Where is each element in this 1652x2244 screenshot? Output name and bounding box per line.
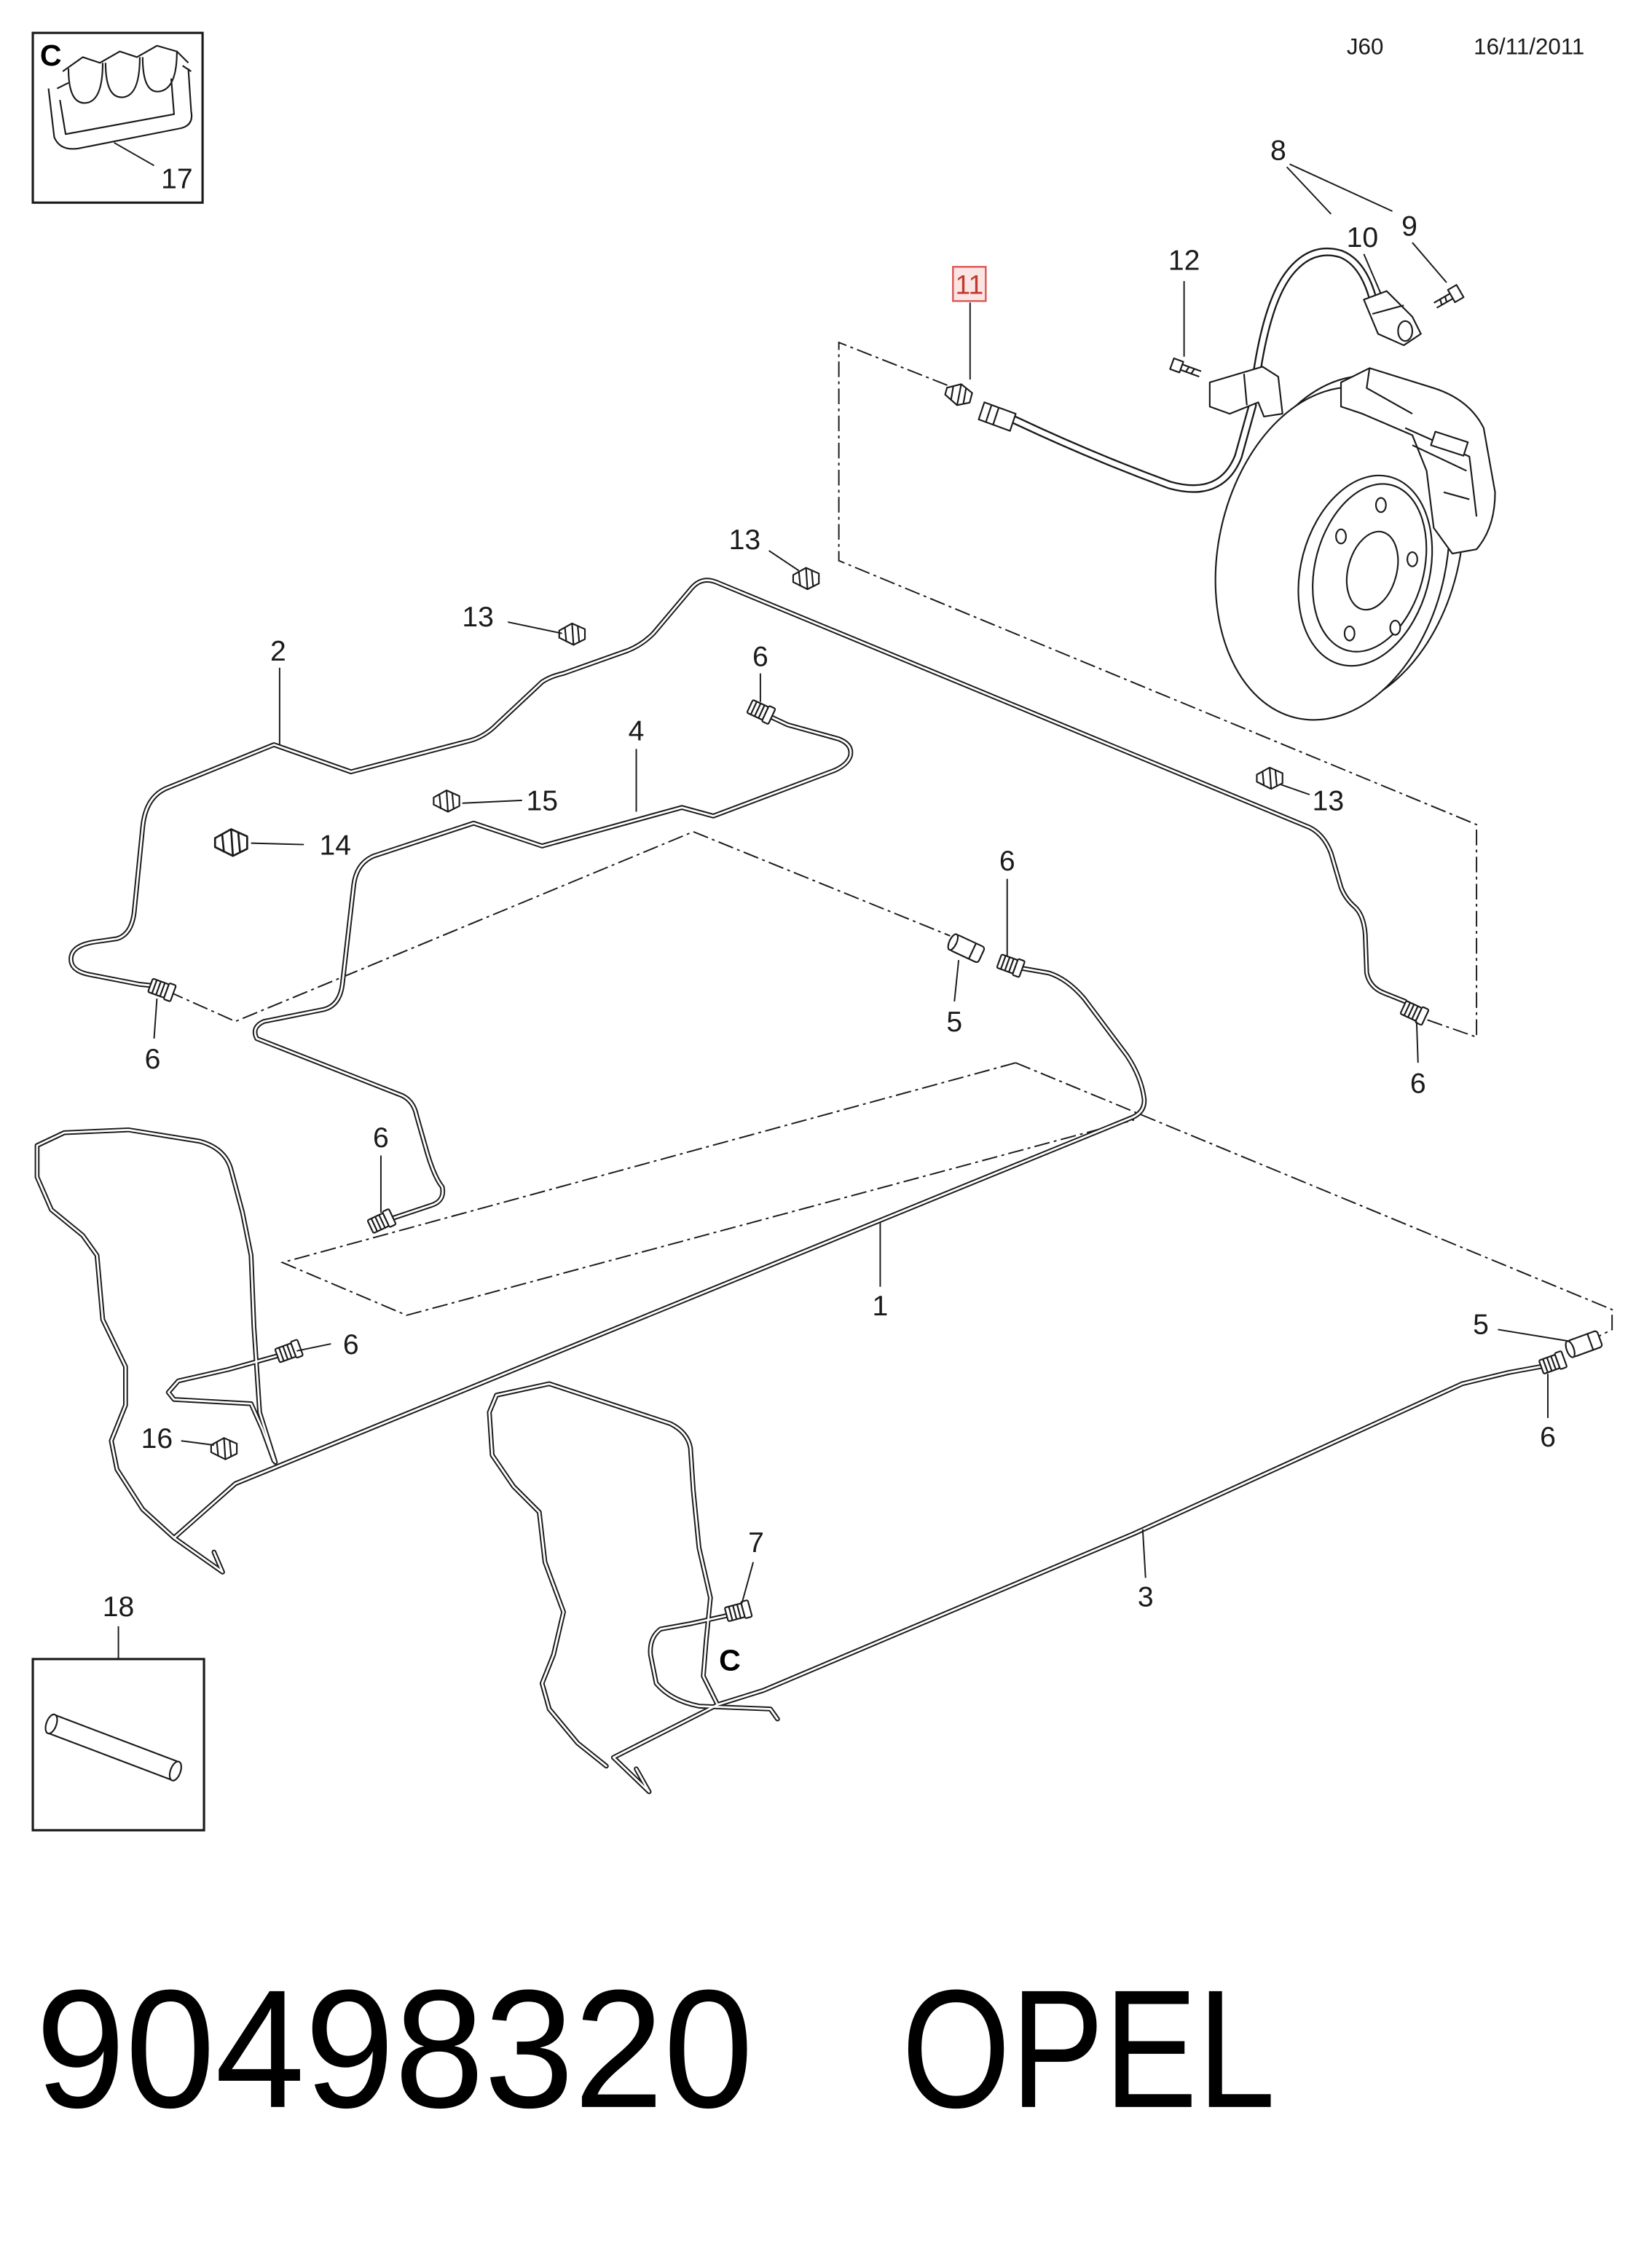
diagram-date: 16/11/2011	[1474, 34, 1584, 60]
callout-label[interactable]: 16	[141, 1423, 173, 1454]
bolt-12	[1169, 357, 1202, 378]
banjo-fitting	[1363, 290, 1422, 347]
highlight-label[interactable]: 11	[956, 269, 984, 300]
pipe-union-icon	[945, 932, 986, 964]
pipe-nut-icon	[723, 1599, 753, 1624]
brake-hoses	[978, 248, 1377, 493]
view-marker: C	[719, 1644, 741, 1677]
pipe-clip-icon	[210, 1437, 238, 1460]
brake-disc	[1214, 374, 1465, 721]
callout-label[interactable]: 1	[873, 1291, 889, 1322]
callout-label[interactable]: 6	[999, 846, 1015, 877]
pipe-3-branch	[648, 1612, 780, 1722]
assembly-line	[838, 341, 1478, 1039]
callout-label[interactable]: 15	[526, 786, 558, 817]
callout-label[interactable]: 6	[343, 1329, 359, 1361]
callout-label[interactable]: 13	[1313, 786, 1345, 817]
brake-pipes	[34, 578, 1543, 1795]
pipe-nut-icon	[995, 952, 1026, 978]
brake-pipes-highlight	[37, 580, 1541, 1792]
inset-detail-18: 18	[31, 1591, 205, 1832]
pipe-1-loop	[34, 1127, 278, 1540]
pipe-clip-icon	[1256, 766, 1283, 790]
callout-label[interactable]: 3	[1138, 1581, 1154, 1613]
callout-label[interactable]: 6	[373, 1122, 389, 1154]
inset-view-letter: C	[40, 39, 62, 72]
callout-label[interactable]: 14	[319, 830, 351, 861]
callout-label[interactable]: 4	[629, 716, 645, 747]
pipe-nut-icon	[1537, 1350, 1568, 1377]
pipe-union-icon	[1563, 1329, 1604, 1360]
pipe-nut-icon	[273, 1338, 304, 1365]
pipe-nut-icon	[366, 1208, 397, 1236]
inset-detail-c: C 17	[31, 31, 204, 204]
callout-label[interactable]: 5	[946, 1007, 962, 1038]
bolt-9	[1433, 284, 1465, 309]
pipe-clip-icon	[792, 567, 820, 591]
pipe-clip-icon	[213, 828, 248, 857]
callout-label[interactable]: 18	[103, 1591, 135, 1623]
part-number: 90498320	[36, 1955, 753, 2143]
callout-label[interactable]: 13	[462, 602, 494, 633]
callout-label[interactable]: 13	[729, 524, 761, 556]
diagram-code: J60	[1347, 34, 1384, 60]
callout-label[interactable]: 12	[1168, 245, 1200, 276]
brand-name: OPEL	[902, 1955, 1275, 2143]
assembly-line	[280, 1062, 1135, 1316]
callout-label[interactable]: 7	[748, 1527, 764, 1559]
hose-bracket	[1208, 366, 1283, 418]
pipe-nut-icon	[146, 976, 177, 1003]
callout-label[interactable]: 6	[1410, 1068, 1426, 1099]
callout-label[interactable]: 9	[1401, 210, 1417, 242]
callout-label[interactable]: 10	[1347, 222, 1379, 253]
pipe-3-end	[610, 1702, 720, 1795]
pipe-clip-icon	[433, 790, 460, 813]
callout-label[interactable]: 6	[752, 642, 768, 673]
pipe-nut-icon	[745, 697, 776, 725]
leader-lines	[153, 163, 1568, 1604]
callout-label[interactable]: 6	[1540, 1422, 1556, 1453]
callout-label[interactable]: 5	[1473, 1309, 1489, 1340]
pipe-clip-icon	[558, 622, 586, 646]
hose-clip-icon	[942, 379, 975, 409]
highlight-box	[952, 266, 987, 302]
highlighted-callout[interactable]: 11	[952, 266, 987, 302]
callout-label[interactable]: 2	[270, 636, 286, 667]
brake-caliper	[1340, 367, 1496, 555]
callout-label[interactable]: 8	[1270, 135, 1286, 166]
assembly-line	[168, 830, 951, 1023]
pipe-3-loop	[487, 1381, 720, 1769]
sleeve-rod-icon	[44, 1713, 182, 1782]
pipe-1	[171, 964, 1147, 1575]
callout-label[interactable]: 6	[145, 1044, 161, 1075]
multi-pipe-clip-icon	[47, 44, 193, 150]
assembly-line	[1015, 1062, 1613, 1339]
callout-label[interactable]: 17	[161, 164, 193, 195]
